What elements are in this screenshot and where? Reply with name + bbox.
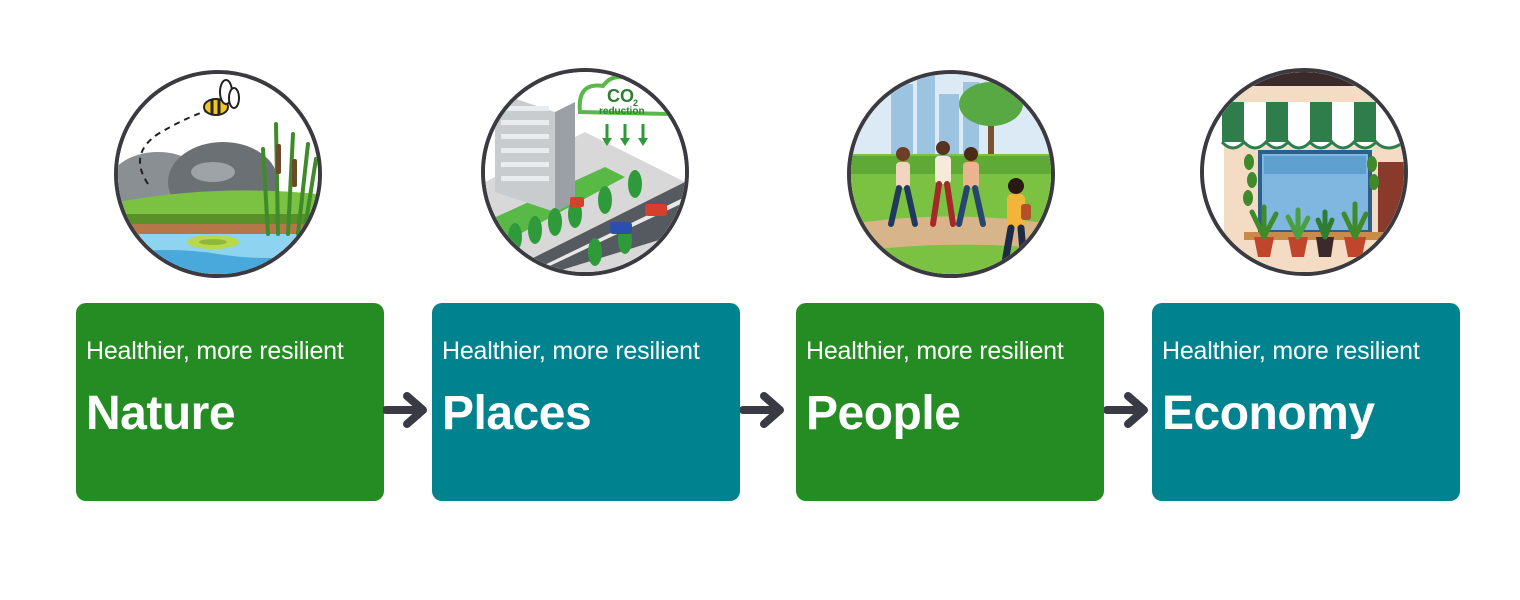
green-city-icon: CO 2 reduction [485,72,685,272]
card-title: Economy [1162,387,1375,440]
co2-subscript: 2 [633,98,638,108]
arrow-right-icon [383,390,431,430]
economy-illustration [1200,68,1408,276]
card-nature: Healthier, more resilient Nature [76,303,384,501]
shopfront-with-plants-icon [1204,72,1404,272]
people-walking-in-park-icon [851,74,1051,274]
arrow-right-icon [740,390,788,430]
card-economy: Healthier, more resilient Economy [1152,303,1460,501]
people-illustration [847,70,1055,278]
card-subtitle: Healthier, more resilient [86,337,344,365]
card-subtitle: Healthier, more resilient [1162,337,1420,365]
arrow-right-icon [1104,390,1152,430]
card-subtitle: Healthier, more resilient [442,337,700,365]
co2-label: CO [607,86,634,106]
card-title: Nature [86,387,236,440]
nature-illustration [114,70,322,278]
card-subtitle: Healthier, more resilient [806,337,1064,365]
pond-with-bee-icon [118,74,318,274]
reduction-label: reduction [599,106,645,117]
card-title: Places [442,387,592,440]
card-title: People [806,387,961,440]
card-places: Healthier, more resilient Places [432,303,740,501]
places-illustration: CO 2 reduction [481,68,689,276]
card-people: Healthier, more resilient People [796,303,1104,501]
